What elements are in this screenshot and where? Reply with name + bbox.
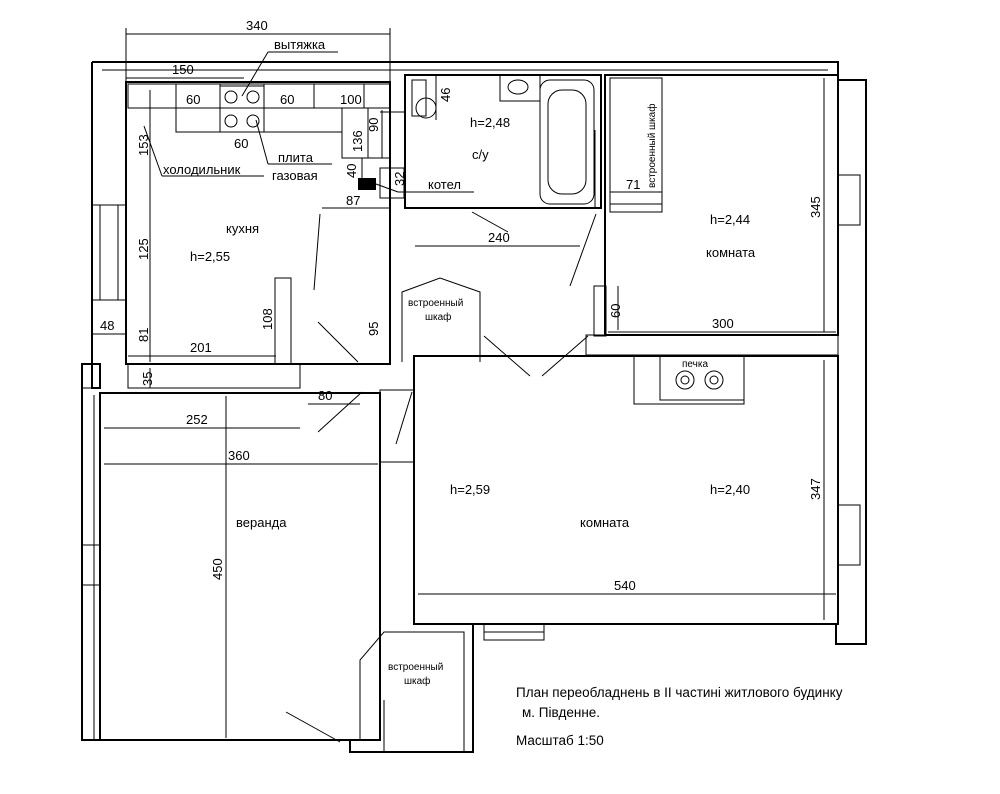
hood-label: вытяжка	[274, 37, 326, 52]
kitchen-height: h=2,55	[190, 249, 230, 264]
veranda-name: веранда	[236, 515, 287, 530]
plan-location: м. Південне.	[522, 705, 600, 720]
dim-60a: 60	[186, 92, 200, 107]
room-ne-name: комната	[706, 245, 756, 260]
stove-label-line1: плита	[278, 150, 314, 165]
dim-345: 345	[808, 196, 823, 218]
dim-347: 347	[808, 478, 823, 500]
heater-burners-icon	[675, 370, 724, 390]
dim-71: 71	[626, 177, 640, 192]
plan-scale: Масштаб 1:50	[516, 733, 604, 748]
heater-label: печка	[682, 359, 708, 370]
boiler-icon	[358, 178, 376, 190]
dim-340: 340	[246, 18, 268, 33]
room-se	[413, 355, 861, 641]
bathroom	[379, 74, 602, 209]
stove-label-line2: газовая	[272, 168, 318, 183]
dim-100: 100	[340, 92, 362, 107]
closets	[359, 277, 481, 752]
dim-46: 46	[438, 88, 453, 102]
dim-87: 87	[346, 193, 360, 208]
dim-300: 300	[712, 316, 734, 331]
dim-150: 150	[172, 62, 194, 77]
dim-136: 136	[350, 130, 365, 152]
dim-32: 32	[392, 172, 407, 186]
closet-ne-label: встроенный шкаф	[646, 104, 658, 188]
dim-540: 540	[614, 578, 636, 593]
bathroom-name: с/у	[472, 147, 489, 162]
dimension-lines	[92, 28, 836, 738]
closet-mid-label-line1: встроенный	[408, 298, 463, 309]
dim-60b: 60	[280, 92, 294, 107]
dim-60c: 60	[234, 136, 248, 151]
closet-sw-label-line1: встроенный	[388, 662, 443, 673]
dim-81: 81	[136, 328, 151, 342]
closet-sw-label-line2: шкаф	[404, 675, 430, 687]
room-ne	[585, 74, 861, 356]
dim-153: 153	[136, 134, 151, 156]
stove-burners-icon	[224, 90, 260, 128]
room-se-name: комната	[580, 515, 630, 530]
veranda	[81, 389, 415, 741]
outer-walls	[81, 61, 867, 753]
dim-80: 80	[318, 388, 332, 403]
dim-95: 95	[366, 322, 381, 336]
dim-240: 240	[488, 230, 510, 245]
dim-90: 90	[366, 118, 381, 132]
room-se-height-left: h=2,59	[450, 482, 490, 497]
closet-mid-label-line2: шкаф	[425, 311, 451, 323]
leader-lines	[143, 51, 509, 233]
dim-35: 35	[140, 372, 155, 386]
dim-450: 450	[210, 558, 225, 580]
dim-125: 125	[136, 238, 151, 260]
kitchen	[91, 81, 391, 389]
room-se-height-right: h=2,40	[710, 482, 750, 497]
dim-40: 40	[344, 164, 359, 178]
dim-60d: 60	[608, 304, 623, 318]
plan-title: План переобладнень в ІІ частині житловог…	[516, 685, 843, 700]
door-swings	[285, 213, 597, 743]
dim-201: 201	[190, 340, 212, 355]
dim-360: 360	[228, 448, 250, 463]
boiler-label: котел	[428, 177, 461, 192]
dim-108: 108	[260, 308, 275, 330]
kitchen-name: кухня	[226, 221, 259, 236]
dim-48: 48	[100, 318, 114, 333]
bathroom-height: h=2,48	[470, 115, 510, 130]
fridge-label: холодильник	[163, 162, 241, 177]
room-ne-height: h=2,44	[710, 212, 750, 227]
dim-252: 252	[186, 412, 208, 427]
